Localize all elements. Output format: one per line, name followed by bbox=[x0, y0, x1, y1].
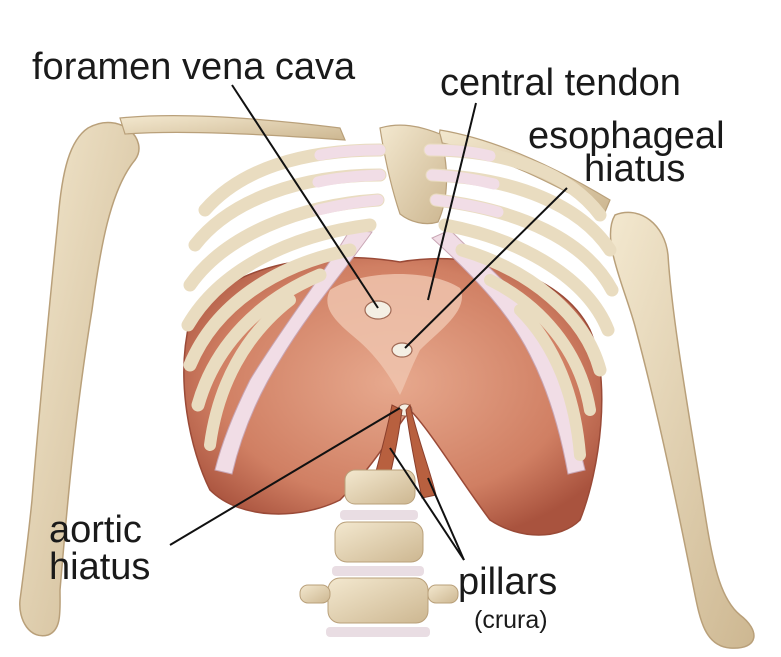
label-pillars: pillars bbox=[458, 561, 558, 603]
leader-line-pillars-left bbox=[427, 477, 465, 561]
left-clavicle bbox=[119, 115, 346, 141]
leader-line-aortic-hiatus bbox=[169, 407, 401, 546]
leader-line-foramen-vena-cava bbox=[231, 84, 379, 309]
label-aortic-line-1: aortic bbox=[49, 509, 142, 551]
leader-line-pillars-right bbox=[389, 447, 465, 561]
label-crura: (crura) bbox=[474, 606, 548, 634]
central-tendon bbox=[327, 273, 462, 395]
leader-line-esophageal-hiatus bbox=[404, 187, 568, 349]
leader-lines bbox=[169, 84, 568, 561]
left-humerus bbox=[19, 121, 140, 637]
foramen-vena-cava-opening bbox=[364, 300, 392, 320]
right-humerus bbox=[609, 211, 755, 649]
label-esophageal-line-2: hiatus bbox=[584, 148, 686, 190]
label-foramen-vena-cava: foramen vena cava bbox=[32, 46, 356, 88]
left-costal-cartilage bbox=[214, 229, 373, 475]
label-esophageal-line-1: esophageal bbox=[528, 115, 725, 157]
label-aortic-line-2: hiatus bbox=[49, 546, 151, 588]
spine bbox=[299, 469, 459, 637]
label-central-tendon: central tendon bbox=[440, 62, 681, 104]
leader-line-central-tendon bbox=[427, 102, 477, 301]
